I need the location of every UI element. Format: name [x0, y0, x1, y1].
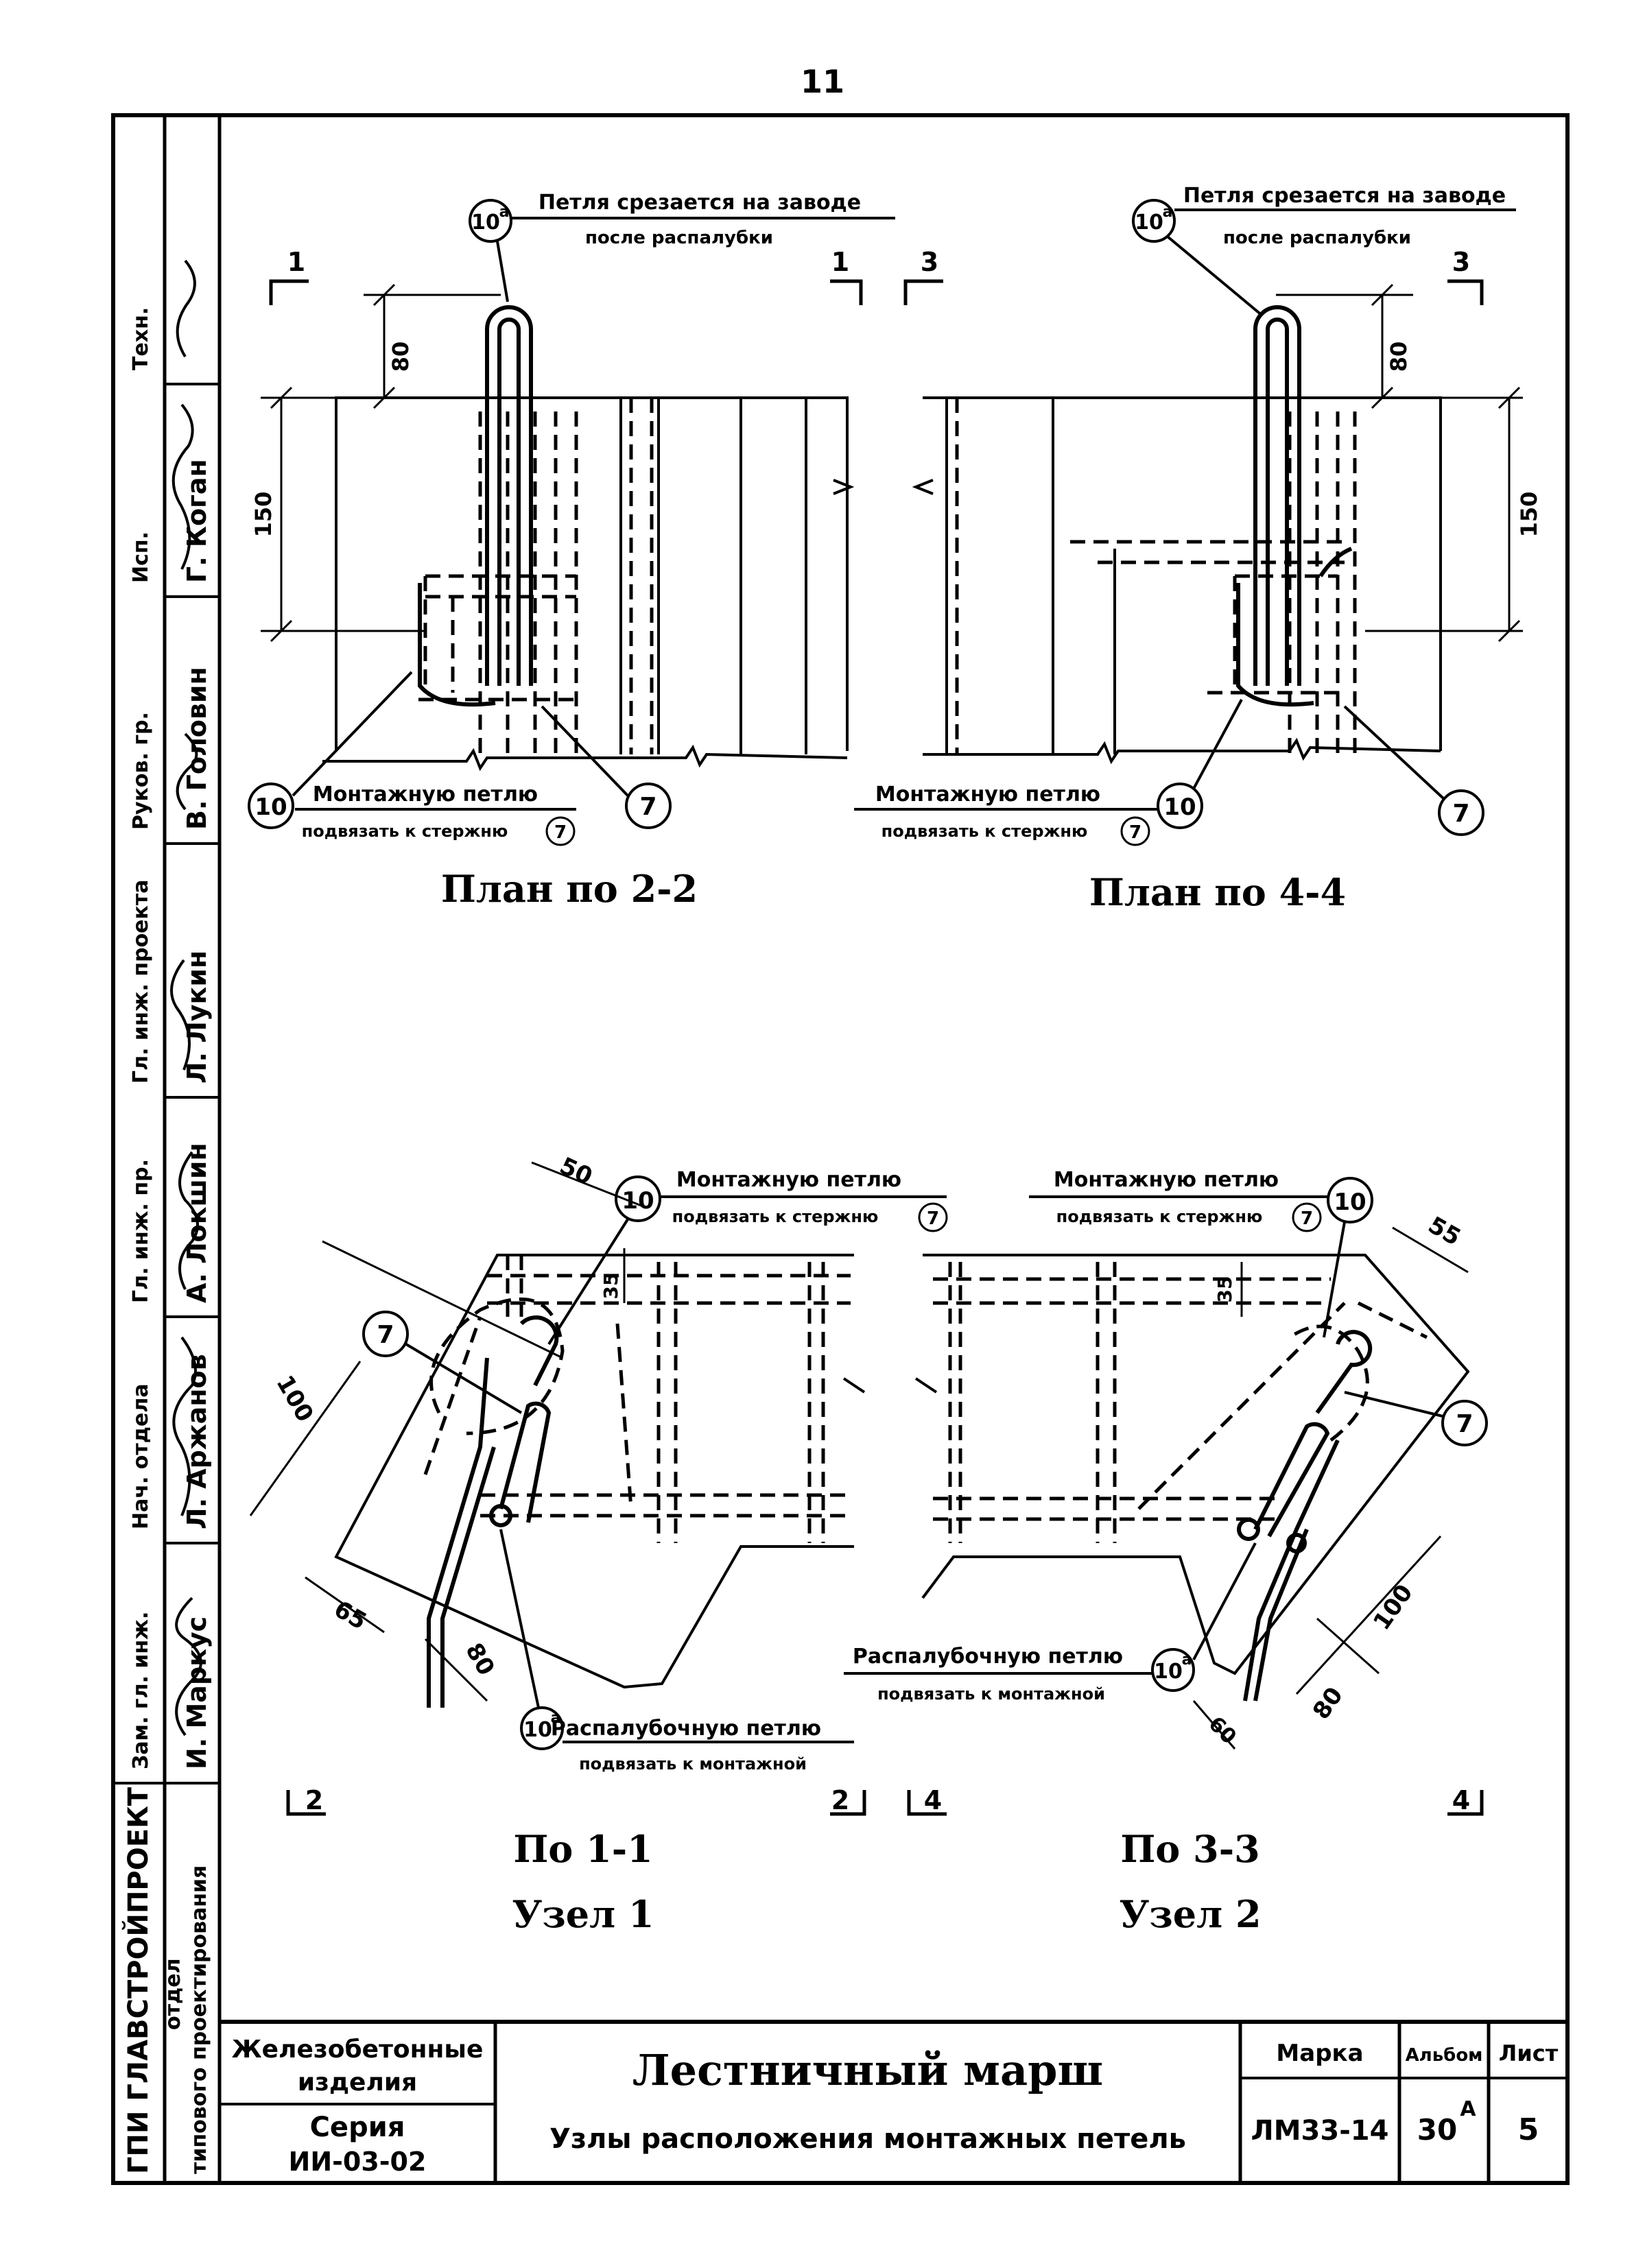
tb-mark-label: Марка [1276, 2040, 1363, 2067]
node2-callout-loop-sup: а [1182, 1651, 1192, 1669]
node2-callout-rod: 7 [1456, 1410, 1473, 1438]
node2-section-right: 4 [1452, 1785, 1470, 1815]
node1-callout-loop: 10 [523, 1718, 552, 1742]
node2-dim-55: 55 [1423, 1211, 1465, 1251]
node1-section-right: 2 [831, 1785, 849, 1815]
plan22-callout-rod: 7 [639, 793, 656, 821]
tb-series-label: Серия [310, 2112, 405, 2143]
stamp-role-6: Исп. [129, 532, 153, 583]
tb-series-value: ИИ-03-02 [289, 2147, 427, 2177]
node1-callout-mount: 10 [622, 1187, 654, 1215]
tb-album-label: Альбом [1406, 2045, 1483, 2066]
plan44-note-ref-circle [1120, 816, 1150, 846]
node1-dim-65: 65 [329, 1595, 371, 1635]
tb-title-main: Лестничный марш [632, 2045, 1103, 2095]
stamp-name-5: В. Головин [182, 667, 212, 830]
plan22-note-ref-circle [545, 816, 576, 846]
node1-title-2: Узел 1 [512, 1892, 654, 1936]
stamp-role-7: Техн. [129, 307, 153, 370]
tb-mark-value: ЛМ33-14 [1251, 2115, 1389, 2147]
tb-product-1: Железобетонные [232, 2036, 484, 2064]
plan44-note-ref: 7 [1129, 822, 1141, 843]
node2-note-top-2: подвязать к стержню [1056, 1207, 1263, 1226]
signatures [170, 259, 202, 1736]
plan44-callout-loop-sup: а [1163, 204, 1173, 221]
node1-section-left: 2 [305, 1785, 323, 1815]
tb-sheet-value: 5 [1518, 2112, 1539, 2147]
plan22-note-bottom-2: подвязать к стержню [302, 822, 508, 841]
stamp-org-1: ГПИ ГЛАВСТРОЙПРОЕКТ [121, 1787, 154, 2174]
plan44-callout-loop: 10 [1135, 211, 1163, 235]
plan22-section-right: 1 [831, 247, 849, 277]
plan44-title: План по 4-4 [1089, 870, 1346, 914]
node2-title-2: Узел 2 [1119, 1892, 1261, 1936]
node1-note-ref-circle [918, 1202, 948, 1232]
sheet-frame [111, 113, 1570, 2185]
node2-dim-80: 80 [1307, 1682, 1349, 1725]
stamp-org-3: типового проектирования [187, 1865, 211, 2174]
tb-sheet-label: Лист [1499, 2040, 1559, 2066]
node2-section-left: 4 [924, 1785, 942, 1815]
stamp-role-3: Гл. инж. пр. [129, 1159, 153, 1303]
node1-note-bottom-1: Распалубочную петлю [551, 1717, 821, 1741]
node1-dim-100: 100 [270, 1371, 318, 1427]
node2-title-1: По 3-3 [1120, 1827, 1259, 1871]
plan22-title: План по 2-2 [441, 867, 698, 911]
tb-album-value: 30 [1417, 2113, 1457, 2147]
node1-title-1: По 1-1 [513, 1827, 652, 1871]
tb-album-sup: А [1460, 2097, 1476, 2121]
plan22-dim-80: 80 [388, 342, 414, 372]
node1-note-bottom-2: подвязать к монтажной [579, 1754, 807, 1774]
tb-product-2: изделия [298, 2068, 417, 2097]
plan22-callout-loop: 10 [471, 211, 500, 235]
stamp-role-2: Нач. отдела [129, 1383, 153, 1529]
plan22-callout-mount: 10 [255, 793, 287, 821]
node2-note-bottom-1: Распалубочную петлю [853, 1645, 1123, 1669]
plan44-section-right: 3 [1452, 247, 1470, 277]
node2-callout-loop: 10 [1154, 1660, 1183, 1684]
node2-note-ref: 7 [1301, 1208, 1313, 1229]
node-1: 50 35 100 65 80 2 2 10 7 10 а Монтажную … [249, 1152, 948, 1936]
plan44-note-bottom-2: подвязать к стержню [881, 822, 1088, 841]
node2-callout-mount: 10 [1334, 1189, 1366, 1216]
node1-dim-80: 80 [460, 1638, 499, 1680]
node1-note-top-1: Монтажную петлю [676, 1168, 901, 1192]
plan44-note-top-2: после распалубки [1223, 228, 1411, 248]
plan22-note-top-2: после распалубки [585, 228, 773, 248]
node1-note-ref: 7 [927, 1208, 939, 1229]
node2-note-bottom-2: подвязать к монтажной [877, 1684, 1105, 1704]
node1-callout-rod: 7 [377, 1321, 394, 1349]
page-number: 11 [801, 63, 844, 100]
plan22-section-left: 1 [287, 247, 305, 277]
plan22-callout-loop-sup: а [499, 204, 510, 221]
stamp-role-1: Зам. гл. инж. [129, 1612, 153, 1769]
plan44-callout-rod: 7 [1452, 800, 1469, 828]
plan-4-4: 80 150 3 3 10 а 10 7 Петля срезается на … [854, 184, 1542, 914]
node2-dim-35: 35 [1214, 1276, 1236, 1303]
stamp-role-5: Руков. гр. [129, 712, 153, 830]
plan44-dim-80: 80 [1386, 342, 1412, 372]
stamp-role-4: Гл. инж. проекта [129, 879, 153, 1084]
side-stamp: Зам. гл. инж. Нач. отдела Гл. инж. пр. Г… [113, 259, 220, 2174]
title-block: Железобетонные изделия Серия ИИ-03-02 Ле… [220, 2020, 1567, 2183]
plan44-dim-150: 150 [1516, 492, 1542, 538]
plan44-section-left: 3 [921, 247, 938, 277]
plan22-note-top-1: Петля срезается на заводе [539, 191, 861, 215]
plan22-note-bottom-1: Монтажную петлю [313, 783, 538, 807]
node2-note-ref-circle [1292, 1202, 1322, 1232]
plan22-dim-150: 150 [250, 492, 276, 538]
plan44-callout-mount: 10 [1163, 793, 1196, 821]
node1-note-top-2: подвязать к стержню [672, 1207, 879, 1226]
plan44-note-bottom-1: Монтажную петлю [875, 783, 1100, 807]
node2-note-top-1: Монтажную петлю [1054, 1168, 1279, 1192]
node-2: 55 35 100 80 60 4 4 10 7 10 а Монтажную … [844, 1168, 1488, 1936]
plan22-note-ref: 7 [554, 822, 567, 843]
tb-title-sub: Узлы расположения монтажных петель [549, 2123, 1186, 2155]
node1-callout-loop-sup: а [551, 1710, 561, 1727]
plan44-note-top-1: Петля срезается на заводе [1183, 184, 1506, 208]
plan-2-2: 80 150 1 1 10 а 10 7 Петля срезается на … [248, 191, 895, 911]
stamp-org-2: отдел [161, 1958, 185, 2030]
node1-dim-35: 35 [600, 1273, 622, 1300]
